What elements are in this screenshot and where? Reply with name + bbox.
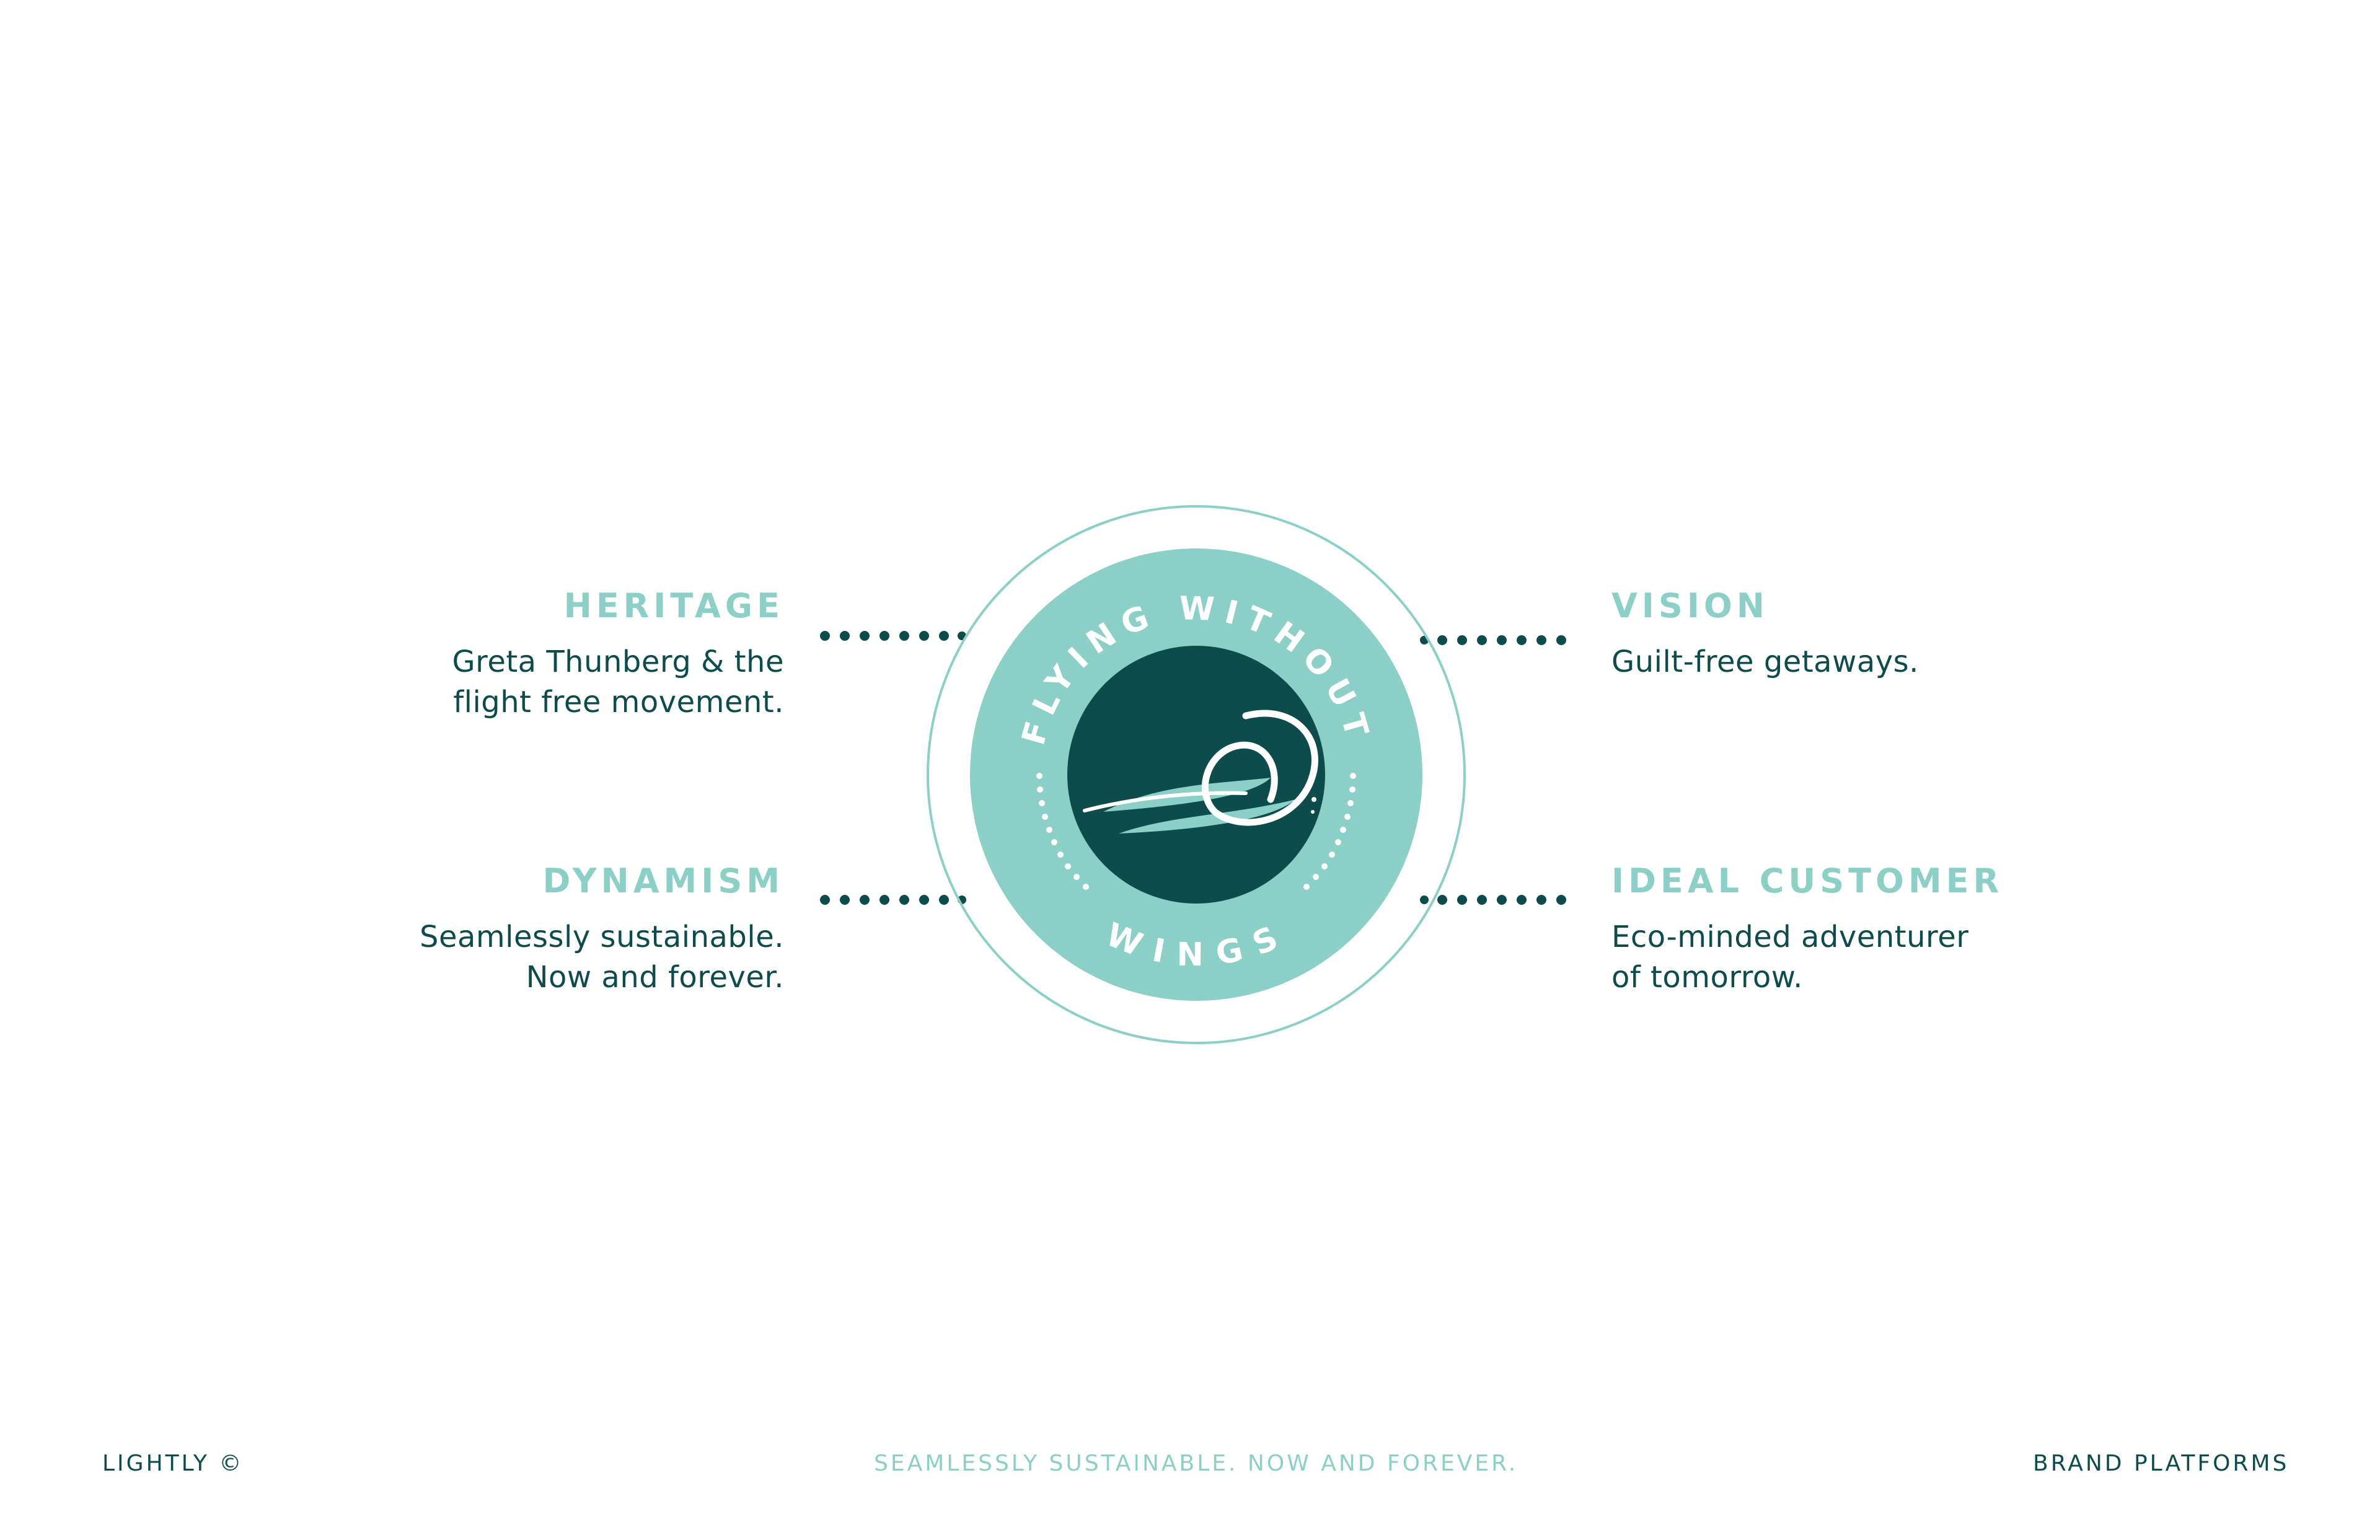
swirl-wing-icon [1083, 710, 1318, 834]
pillar-heritage: HERITAGE Greta Thunberg & the flight fre… [313, 587, 784, 723]
footer-left-brand: LIGHTLY © [102, 1451, 244, 1476]
pillar-ideal-customer: IDEAL CUSTOMER Eco-minded adventurer of … [1611, 863, 2082, 998]
pillar-line: of tomorrow. [1611, 960, 1803, 995]
pillar-line: Guilt-free getaways. [1611, 645, 1919, 679]
pillar-vision: VISION Guilt-free getaways. [1611, 587, 2082, 682]
connector-dots [1420, 895, 1566, 905]
pillar-line: Greta Thunberg & the [452, 645, 784, 679]
footer-tagline: SEAMLESSLY SUSTAINABLE. NOW AND FOREVER. [874, 1451, 1518, 1476]
emblem-dark-core [1067, 646, 1325, 904]
pillar-dynamism: DYNAMISM Seamlessly sustainable. Now and… [313, 863, 784, 998]
pillar-line: flight free movement. [453, 685, 784, 719]
pillar-text-ideal-customer: Eco-minded adventurer of tomorrow. [1611, 917, 2082, 998]
pillar-line: Seamlessly sustainable. [420, 920, 784, 954]
pillar-title-heritage: HERITAGE [563, 586, 784, 625]
emblem-dotted-arcs [1036, 773, 1356, 890]
emblem-outer-ring [927, 505, 1466, 1044]
footer-right-section: BRAND PLATFORMS [2033, 1451, 2290, 1476]
pillar-text-heritage: Greta Thunberg & the flight free movemen… [313, 642, 784, 723]
pillar-text-dynamism: Seamlessly sustainable. Now and forever. [313, 917, 784, 998]
pillar-line: Now and forever. [526, 960, 784, 995]
connector-heritage [820, 631, 966, 641]
pillar-title-ideal-customer: IDEAL CUSTOMER [1611, 861, 2004, 900]
connector-ideal-customer [1420, 895, 1566, 905]
connector-vision [1420, 635, 1566, 645]
brand-emblem: FLYING WITHOUT WINGS [927, 505, 1466, 1044]
connector-dots [820, 631, 966, 641]
pillar-title-vision: VISION [1611, 586, 1769, 625]
pillar-title-dynamism: DYNAMISM [542, 861, 784, 900]
pillar-text-vision: Guilt-free getaways. [1611, 642, 2082, 682]
pillar-line: Eco-minded adventurer [1611, 920, 1969, 954]
connector-dots [1420, 635, 1566, 645]
